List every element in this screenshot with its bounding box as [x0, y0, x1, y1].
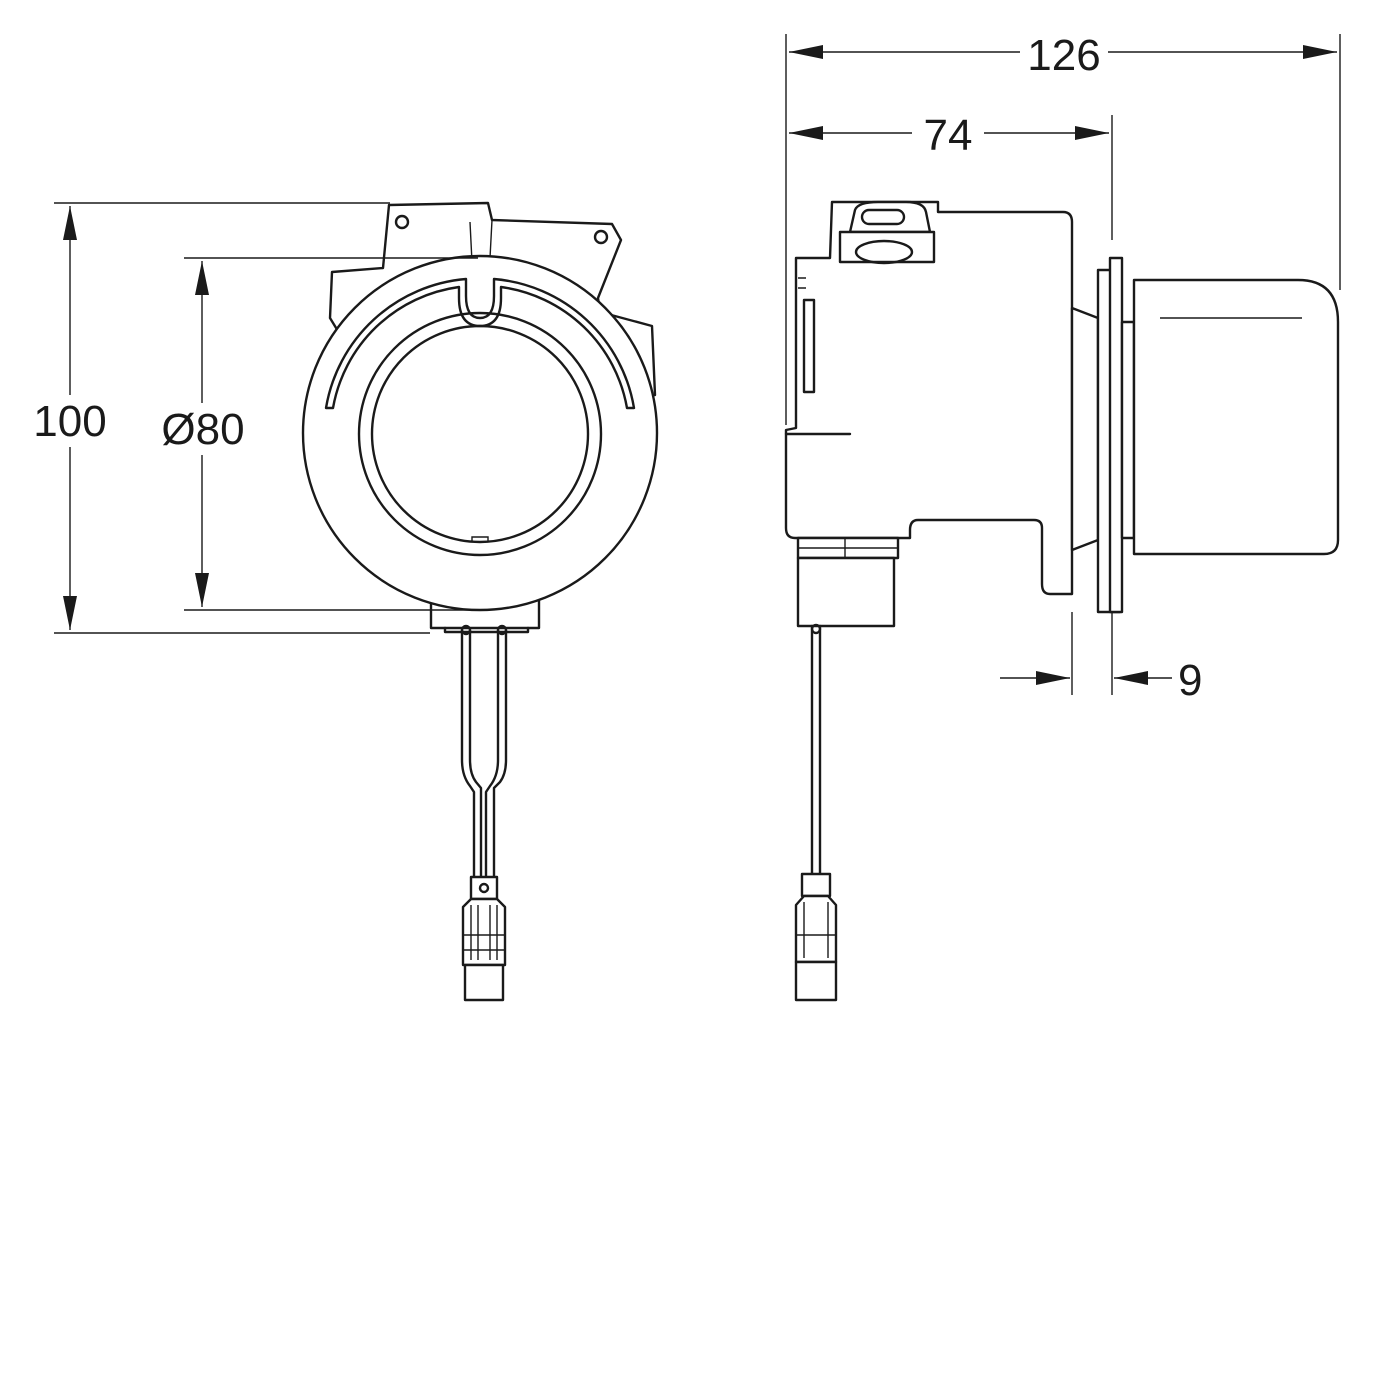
front-window-notch — [471, 536, 489, 542]
side-cable-pin — [810, 623, 822, 635]
bracket-hole-right — [593, 229, 609, 245]
side-flange-ring — [1108, 256, 1124, 614]
body-depth-dimension-label: 74 — [924, 111, 973, 160]
bracket-hole-left — [394, 214, 410, 230]
side-nozzle-slot — [860, 208, 906, 226]
front-cable-pin-right — [496, 624, 508, 636]
side-cable — [810, 624, 822, 876]
front-connector-base — [443, 626, 530, 634]
side-plug-tip — [794, 960, 838, 1002]
front-plug-tip — [463, 963, 505, 1002]
front-plug-body — [461, 897, 507, 967]
side-body-tick-marks — [798, 277, 806, 289]
front-cable-right — [484, 628, 508, 880]
total-depth-dimension-label: 126 — [1027, 31, 1100, 80]
side-nozzle-base — [838, 230, 936, 264]
diameter-dimension-label: Ø80 — [161, 405, 244, 454]
height-dimension-label: 100 — [33, 397, 106, 446]
side-plug-collar — [800, 872, 832, 898]
side-flange-collar — [1070, 306, 1100, 552]
side-body-rib — [802, 298, 816, 394]
front-plug-grip — [463, 905, 505, 960]
side-dimensions: 126 74 9 — [785, 28, 1341, 705]
flange-dimension-label: 9 — [1178, 656, 1202, 705]
side-plug-body — [794, 894, 838, 964]
front-dimensions: 100 Ø80 — [30, 202, 478, 634]
front-outer-ring — [301, 254, 659, 612]
side-outlet-body — [796, 556, 896, 628]
side-body — [784, 200, 1074, 596]
front-view — [301, 201, 659, 1002]
front-cable-pin-left — [460, 624, 472, 636]
front-cable-left — [460, 628, 483, 880]
side-flange-lip — [1120, 320, 1136, 540]
front-plug-collar — [469, 875, 499, 901]
side-cover — [1132, 278, 1340, 556]
front-inner-ring — [357, 311, 603, 557]
front-window — [370, 324, 590, 544]
side-outlet-thread-lines — [798, 538, 898, 558]
side-view — [784, 200, 1340, 1002]
side-nozzle-opening — [854, 239, 914, 265]
side-plug-grip — [796, 902, 836, 958]
front-arc-slot — [324, 277, 636, 410]
front-plug-screw — [478, 882, 490, 894]
